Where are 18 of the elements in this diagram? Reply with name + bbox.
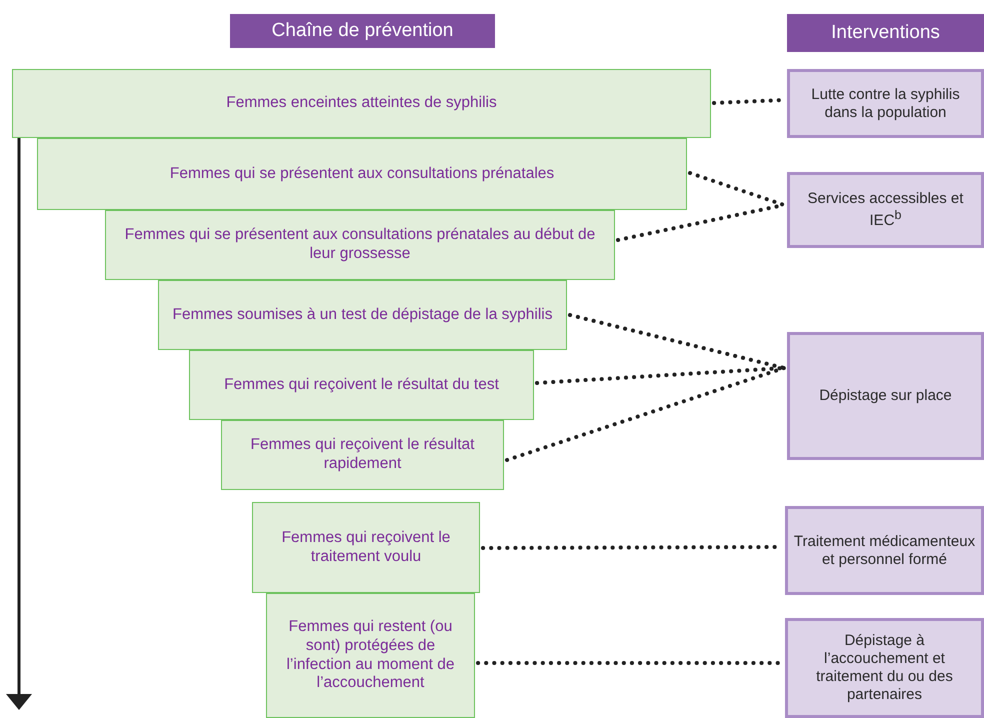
prevention-step-box: Femmes qui reçoivent le résultat rapidement bbox=[221, 420, 504, 490]
intervention-box: Dépistage à l’accouchement et traitement du ou des partenaires bbox=[785, 618, 984, 718]
intervention-box: Traitement médicamenteux et personnel formé bbox=[785, 506, 984, 595]
dotted-connector bbox=[568, 313, 786, 370]
intervention-box: Dépistage sur place bbox=[787, 332, 984, 460]
prevention-step-box: Femmes soumises à un test de dépistage de la syphilis bbox=[158, 280, 567, 350]
prevention-step-box: Femmes qui reçoivent le résultat du test bbox=[189, 350, 534, 420]
prevention-step-box: Femmes qui se présentent aux consultations prénatales au début de leur grossesse bbox=[105, 210, 615, 280]
prevention-step-box: Femmes qui restent (ou sont) protégées de l’infection au moment de l’accouchement bbox=[266, 593, 475, 718]
prevention-step-box: Femmes qui reçoivent le traitement voulu bbox=[252, 502, 480, 593]
intervention-box: Lutte contre la syphilis dans la population bbox=[787, 69, 984, 138]
intervention-box: Services accessibles et IEC$^{b}$ bbox=[787, 172, 984, 248]
prevention-step-box: Femmes enceintes atteintes de syphilis bbox=[12, 69, 711, 138]
header-banner: Interventions bbox=[787, 14, 984, 52]
dotted-connector bbox=[688, 171, 786, 207]
prevention-step-box: Femmes qui se présentent aux consultations prénatales bbox=[37, 138, 687, 210]
header-banner: Chaîne de prévention bbox=[230, 14, 495, 48]
dotted-connector bbox=[505, 366, 786, 462]
